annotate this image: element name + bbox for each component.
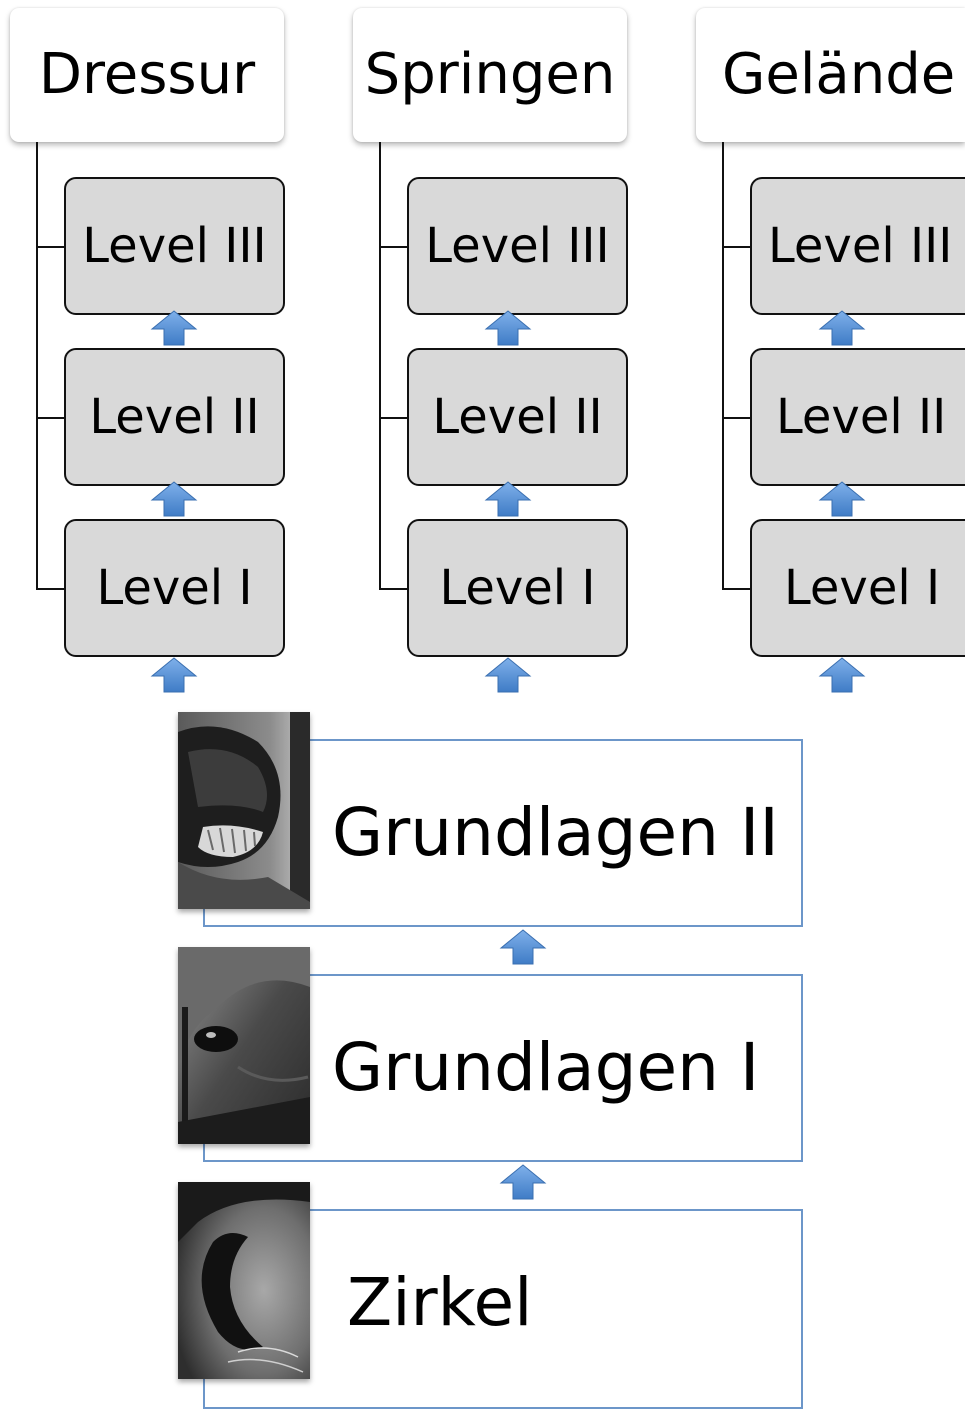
horse-mouth-photo xyxy=(178,712,310,909)
up-arrow-icon xyxy=(499,1163,547,1201)
up-arrow-icon xyxy=(484,480,532,518)
tree-connector xyxy=(36,588,66,590)
discipline-header-dressur: Dressur xyxy=(10,8,284,142)
up-arrow-icon xyxy=(818,656,866,694)
tree-connector xyxy=(722,142,724,590)
up-arrow-icon xyxy=(818,309,866,347)
tree-connector xyxy=(722,246,752,248)
tree-connector xyxy=(36,246,66,248)
foundation-label-grundlagen-2: Grundlagen II xyxy=(332,794,779,871)
up-arrow-icon xyxy=(499,928,547,966)
level-label: Level III xyxy=(768,218,953,274)
discipline-header-gelaende: Gelände xyxy=(696,8,965,142)
tree-connector xyxy=(36,142,38,590)
level-label: Level I xyxy=(784,560,941,616)
foundation-label-grundlagen-1: Grundlagen I xyxy=(332,1029,760,1106)
level-label: Level II xyxy=(89,389,260,445)
level-label: Level II xyxy=(432,389,603,445)
level-label: Level I xyxy=(96,560,253,616)
level-label: Level III xyxy=(82,218,267,274)
tree-connector xyxy=(379,246,409,248)
level-box-dressur-1: Level I xyxy=(64,519,285,657)
level-label: Level II xyxy=(776,389,947,445)
level-box-gelaende-2: Level II xyxy=(750,348,965,486)
foundation-label-zirkel: Zirkel xyxy=(347,1264,533,1341)
level-label: Level III xyxy=(425,218,610,274)
tree-connector xyxy=(722,417,752,419)
up-arrow-icon xyxy=(150,656,198,694)
up-arrow-icon xyxy=(484,309,532,347)
tree-connector xyxy=(379,417,409,419)
discipline-title: Dressur xyxy=(38,42,256,107)
level-box-dressur-3: Level III xyxy=(64,177,285,315)
discipline-title: Springen xyxy=(364,42,616,107)
tree-connector xyxy=(36,417,66,419)
level-box-gelaende-3: Level III xyxy=(750,177,965,315)
discipline-header-springen: Springen xyxy=(353,8,627,142)
up-arrow-icon xyxy=(150,309,198,347)
discipline-title: Gelände xyxy=(722,42,956,107)
up-arrow-icon xyxy=(150,480,198,518)
level-box-springen-2: Level II xyxy=(407,348,628,486)
tree-connector xyxy=(379,588,409,590)
level-label: Level I xyxy=(439,560,596,616)
level-box-dressur-2: Level II xyxy=(64,348,285,486)
tree-connector xyxy=(379,142,381,590)
level-box-springen-3: Level III xyxy=(407,177,628,315)
up-arrow-icon xyxy=(818,480,866,518)
horse-eye-photo xyxy=(178,947,310,1144)
tree-connector xyxy=(722,588,752,590)
horse-nostril-photo xyxy=(178,1182,310,1379)
up-arrow-icon xyxy=(484,656,532,694)
level-box-gelaende-1: Level I xyxy=(750,519,965,657)
level-box-springen-1: Level I xyxy=(407,519,628,657)
